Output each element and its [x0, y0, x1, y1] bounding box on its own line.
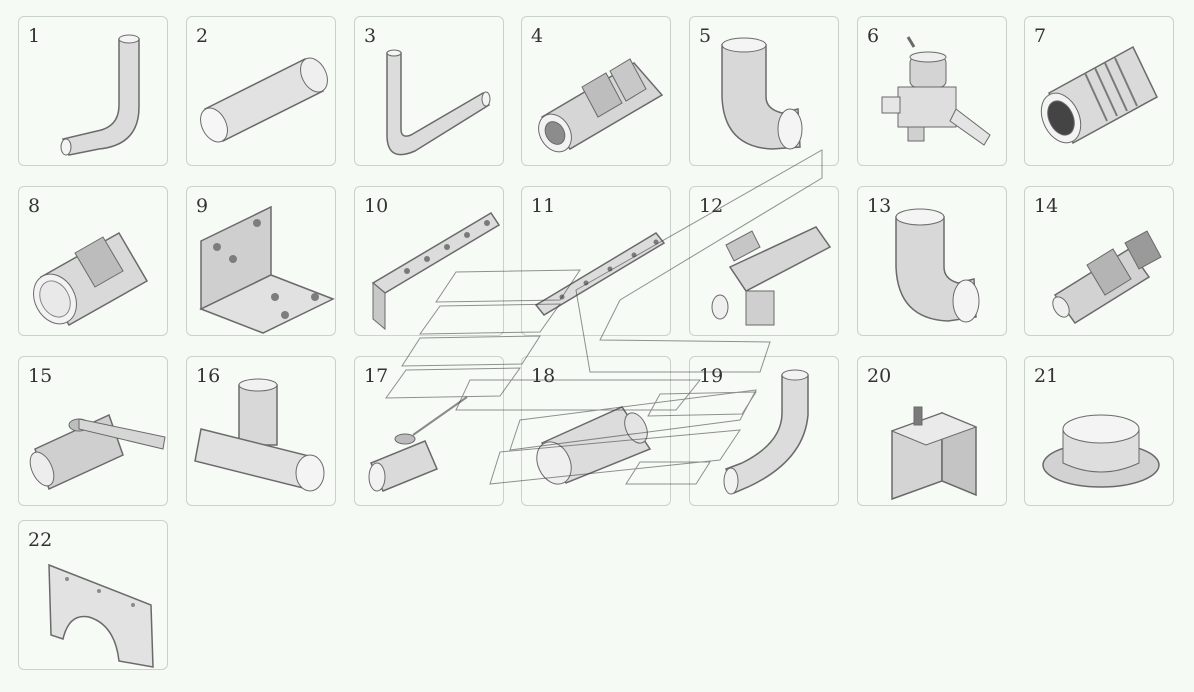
part-number: 4	[531, 25, 544, 47]
union-coupling-icon	[538, 58, 664, 153]
part-number: 1	[28, 25, 41, 47]
part-tile-18[interactable]: 18	[521, 356, 671, 506]
part-tile-4[interactable]: 4	[521, 16, 671, 166]
part-tile-6[interactable]: 6	[857, 16, 1007, 166]
curved-tube-icon	[723, 369, 809, 495]
arched-plate-icon	[48, 563, 154, 668]
part-tile-10[interactable]: 10	[354, 186, 504, 336]
part-number: 22	[28, 529, 53, 551]
part-number: 3	[364, 25, 377, 47]
part-tile-22[interactable]: 22	[18, 520, 168, 670]
part-tile-3[interactable]: 3	[354, 16, 504, 166]
part-number: 13	[867, 195, 892, 217]
part-number: 7	[1034, 25, 1047, 47]
part-number: 21	[1034, 365, 1059, 387]
tee-fitting-icon	[194, 378, 325, 492]
part-number: 14	[1034, 195, 1059, 217]
part-number: 20	[867, 365, 892, 387]
j-bent-tube-icon	[386, 49, 491, 156]
elbow-icon	[721, 37, 803, 150]
part-tile-1[interactable]: 1	[18, 16, 168, 166]
switch-box-icon	[890, 406, 978, 501]
perforated-strip-icon	[534, 232, 666, 316]
perforated-strap-icon	[371, 211, 501, 331]
part-tile-14[interactable]: 14	[1024, 186, 1174, 336]
part-tile-21[interactable]: 21	[1024, 356, 1174, 506]
clamp-assembly-icon	[711, 226, 832, 326]
reducer-icon	[536, 406, 652, 485]
part-tile-11[interactable]: 11	[521, 186, 671, 336]
part-tile-19[interactable]: 19	[689, 356, 839, 506]
part-tile-7[interactable]: 7	[1024, 16, 1174, 166]
part-number: 8	[28, 195, 41, 217]
part-tile-15[interactable]: 15	[18, 356, 168, 506]
part-tile-20[interactable]: 20	[857, 356, 1007, 506]
angle-bracket-icon	[199, 205, 335, 334]
part-number: 10	[364, 195, 389, 217]
tap-fitting-icon	[368, 396, 468, 492]
part-tile-8[interactable]: 8	[18, 186, 168, 336]
part-number: 5	[699, 25, 712, 47]
part-number: 2	[196, 25, 209, 47]
part-tile-16[interactable]: 16	[186, 356, 336, 506]
flange-ring-icon	[1042, 414, 1160, 488]
ribbed-sleeve-icon	[1040, 45, 1158, 145]
part-tile-9[interactable]: 9	[186, 186, 336, 336]
part-number: 16	[196, 365, 221, 387]
elbow-icon	[895, 208, 980, 323]
part-number: 6	[867, 25, 880, 47]
bulkhead-fitting-icon	[1052, 230, 1162, 325]
part-tile-12[interactable]: 12	[689, 186, 839, 336]
ball-valve-icon	[29, 413, 166, 491]
valve-assembly-icon	[881, 36, 991, 146]
part-tile-13[interactable]: 13	[857, 186, 1007, 336]
part-number: 15	[28, 365, 53, 387]
threaded-nipple-icon	[33, 231, 149, 327]
part-tile-17[interactable]: 17	[354, 356, 504, 506]
part-number: 17	[364, 365, 389, 387]
part-tile-2[interactable]: 2	[186, 16, 336, 166]
l-bent-tube-icon	[60, 34, 140, 156]
part-number: 11	[531, 195, 556, 217]
part-number: 9	[196, 195, 209, 217]
part-tile-5[interactable]: 5	[689, 16, 839, 166]
straight-tube-icon	[200, 57, 328, 143]
